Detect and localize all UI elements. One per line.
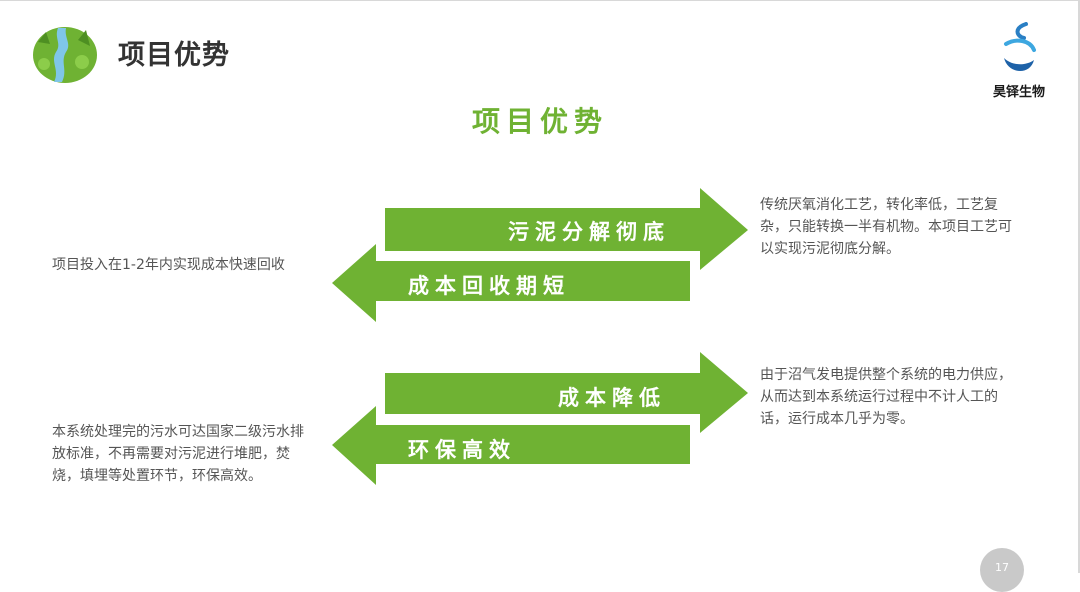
- water-drop-logo-icon: [1004, 22, 1036, 72]
- brand-block: 昊铎生物: [984, 22, 1054, 100]
- right-arrow-1: [385, 188, 748, 270]
- desc-cost: 由于沼气发电提供整个系统的电力供应，从而达到本系统运行过程中不计人工的话，运行成…: [760, 367, 1012, 427]
- arrow-label-payback: 成本回收期短: [408, 274, 570, 298]
- arrow-label-eco: 环保高效: [408, 438, 516, 462]
- desc-payback: 项目投入在1-2年内实现成本快速回收: [52, 257, 285, 273]
- arrow-label-cost: 成本降低: [558, 386, 666, 410]
- header-title: 项目优势: [118, 40, 230, 71]
- brand-name: 昊铎生物: [992, 85, 1045, 100]
- desc-eco: 本系统处理完的污水可达国家二级污水排放标准，不再需要对污泥进行堆肥，焚烧，填埋等…: [52, 424, 304, 484]
- slide-top-border: [0, 0, 1080, 1]
- page-number-badge: 17: [980, 548, 1024, 592]
- slide-right-border: [1078, 0, 1080, 573]
- left-arrow-2: [332, 406, 690, 485]
- left-arrow-1: [332, 244, 690, 322]
- desc-sludge: 传统厌氧消化工艺，转化率低，工艺复杂，只能转换一半有机物。本项目工艺可以实现污泥…: [760, 197, 1012, 257]
- arrow-label-sludge: 污泥分解彻底: [508, 220, 670, 244]
- globe-icon: [33, 27, 97, 83]
- slide-title: 项目优势: [471, 105, 608, 138]
- arrow-diagram: [332, 188, 748, 485]
- right-arrow-2: [385, 352, 748, 433]
